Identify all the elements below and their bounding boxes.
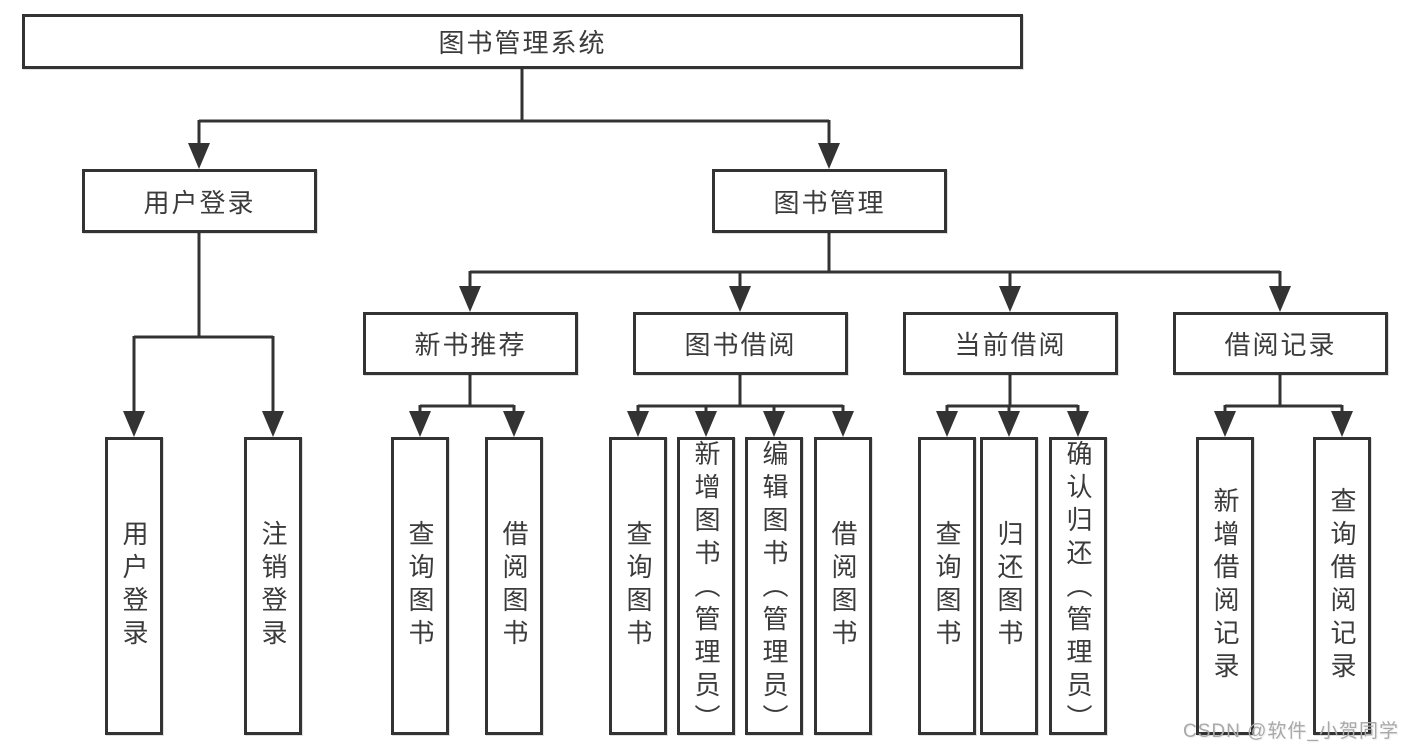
leaf-query-books-current: 查询图书: [918, 437, 976, 735]
node-new-book-recommendation: 新书推荐: [363, 312, 578, 375]
connector-book-borrowing-children: [627, 375, 854, 437]
connector-new-book-children: [409, 375, 525, 437]
csdn-watermark: CSDN @软件_小贺同学: [1183, 721, 1399, 742]
leaf-query-borrow-record: 查询借阅记录: [1313, 437, 1371, 735]
connector-borrow-records-children: [1214, 375, 1353, 437]
leaf-borrow-books-recommend: 借阅图书: [485, 437, 543, 735]
leaf-add-borrow-record: 新增借阅记录: [1196, 437, 1254, 735]
leaf-confirm-return-admin: 确认归还（管理员）: [1049, 437, 1107, 737]
leaf-borrow-books-borrowing: 借阅图书: [814, 437, 872, 735]
leaf-edit-books-admin: 编辑图书（管理员）: [745, 437, 803, 737]
leaf-add-books-admin: 新增图书（管理员）: [677, 437, 735, 737]
connector-book-management-children: [459, 233, 1291, 312]
node-user-login: 用户登录: [82, 169, 317, 233]
node-library-management-system: 图书管理系统: [22, 14, 1023, 69]
connector-root-to-level1: [188, 69, 840, 169]
leaf-logout: 注销登录: [244, 437, 302, 735]
leaf-user-login: 用户登录: [105, 437, 163, 735]
leaf-query-books-borrowing: 查询图书: [609, 437, 667, 735]
leaf-return-books: 归还图书: [980, 437, 1038, 735]
node-book-borrowing: 图书借阅: [633, 312, 848, 375]
node-book-management: 图书管理: [712, 169, 947, 233]
node-current-borrowing: 当前借阅: [903, 312, 1118, 375]
leaf-query-books-recommend: 查询图书: [391, 437, 449, 735]
connector-user-login-children: [123, 233, 284, 437]
node-borrowing-records: 借阅记录: [1173, 312, 1388, 375]
connector-current-borrowing-children: [936, 375, 1089, 437]
